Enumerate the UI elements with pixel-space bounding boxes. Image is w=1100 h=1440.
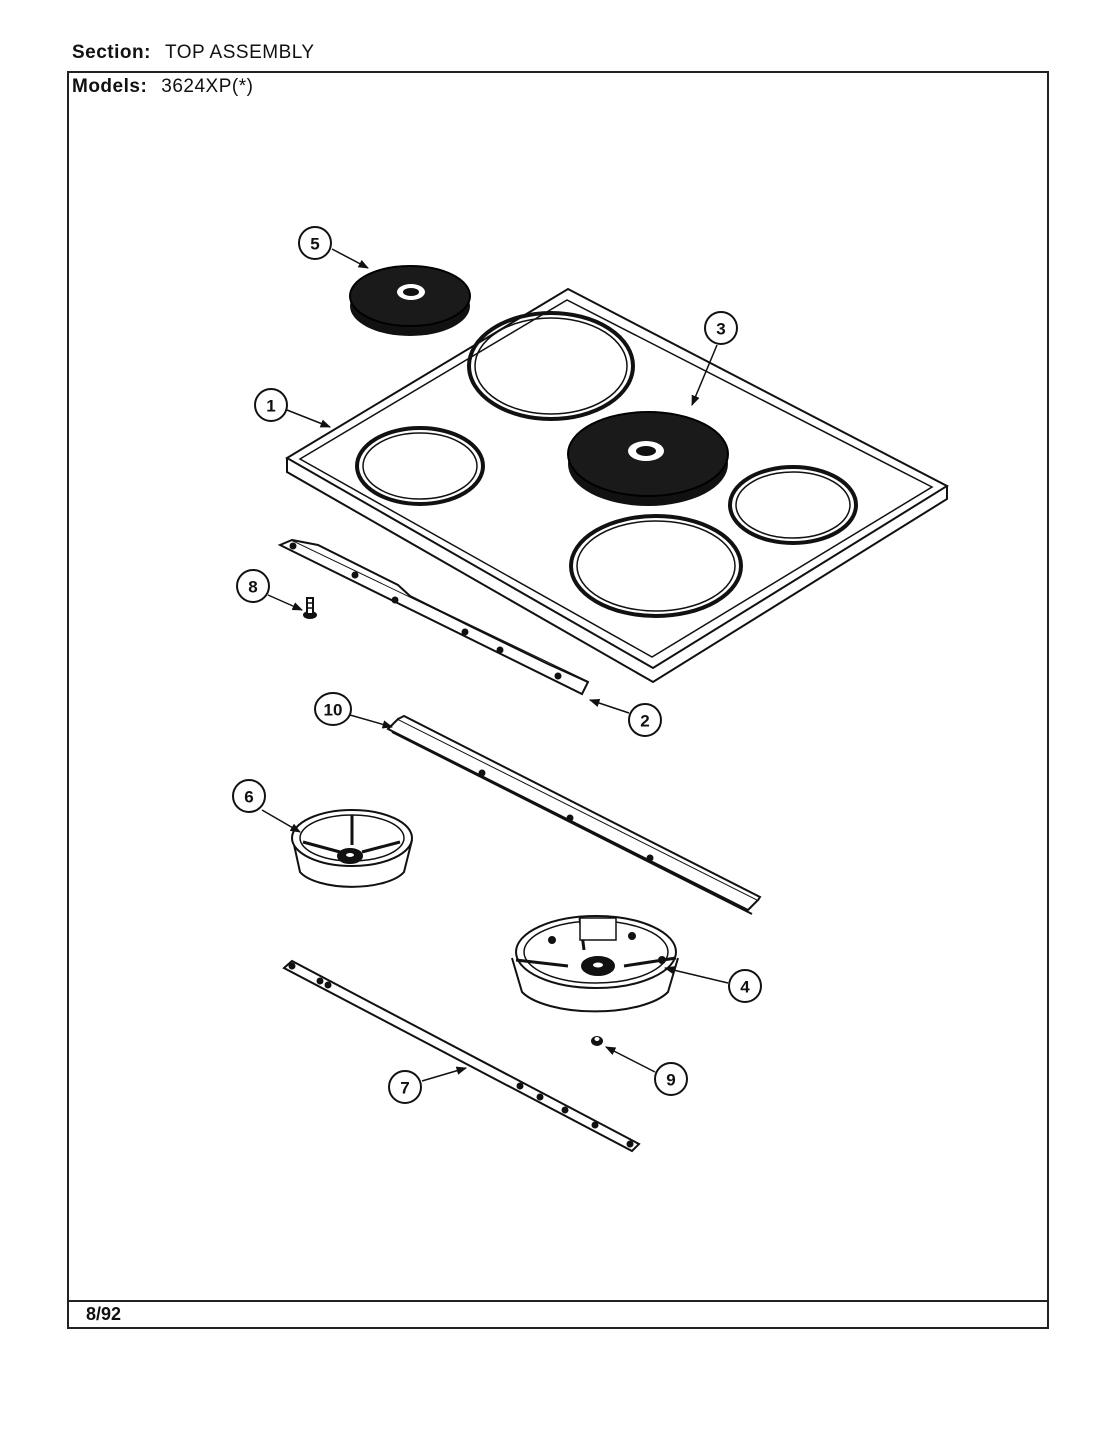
callout-bubble-4 (728, 969, 762, 1003)
callout-bubble-8 (236, 569, 270, 603)
front-trim-strip (282, 959, 641, 1153)
leader-line-6 (261, 809, 301, 833)
screw (303, 597, 317, 619)
callout-number-6: 6 (244, 788, 253, 807)
callout-bubble-7 (388, 1070, 422, 1104)
callout-number-10: 10 (324, 701, 343, 720)
large-drip-pan (511, 915, 679, 1013)
leader-line-9 (605, 1046, 656, 1073)
large-surface-element (567, 411, 729, 506)
callout-number-3: 3 (716, 320, 725, 339)
section-header: Section: TOP ASSEMBLY (72, 42, 315, 64)
leader-line-4 (663, 966, 729, 984)
callout-number-7: 7 (400, 1079, 409, 1098)
section-title: TOP ASSEMBLY (164, 42, 315, 63)
callout-number-4: 4 (740, 978, 750, 997)
callout-number-9: 9 (666, 1071, 675, 1090)
models-header: Models: 3624XP(*) (72, 76, 253, 98)
models-label: Models: (72, 76, 148, 97)
footer-divider (67, 1300, 1049, 1302)
nut (591, 1036, 603, 1046)
callout-number-2: 2 (640, 712, 649, 731)
models-value: 3624XP(*) (161, 76, 254, 97)
callout-bubble-6 (232, 779, 266, 813)
small-surface-element (349, 265, 471, 336)
callout-number-5: 5 (310, 235, 319, 254)
callout-bubble-10 (314, 692, 352, 726)
leader-line-5 (331, 248, 369, 269)
date-code: 8/92 (86, 1304, 122, 1324)
callout-bubble-3 (704, 311, 738, 345)
diagram-frame (67, 71, 1049, 1329)
channel-rail (386, 714, 762, 915)
callout-bubble-5 (298, 226, 332, 260)
callout-bubble-2 (628, 703, 662, 737)
section-label: Section: (72, 42, 151, 63)
leader-line-2 (589, 699, 630, 714)
leader-line-7 (421, 1066, 468, 1082)
callout-bubble-1 (254, 388, 288, 422)
leader-line-1 (286, 409, 331, 428)
leader-line-3 (691, 344, 718, 406)
leader-line-8 (267, 594, 303, 611)
callout-number-8: 8 (248, 578, 257, 597)
leader-line-10 (349, 714, 394, 729)
mounting-bracket (277, 538, 590, 696)
callout-bubble-9 (654, 1062, 688, 1096)
callout-number-1: 1 (266, 397, 275, 416)
small-drip-pan (291, 809, 413, 888)
